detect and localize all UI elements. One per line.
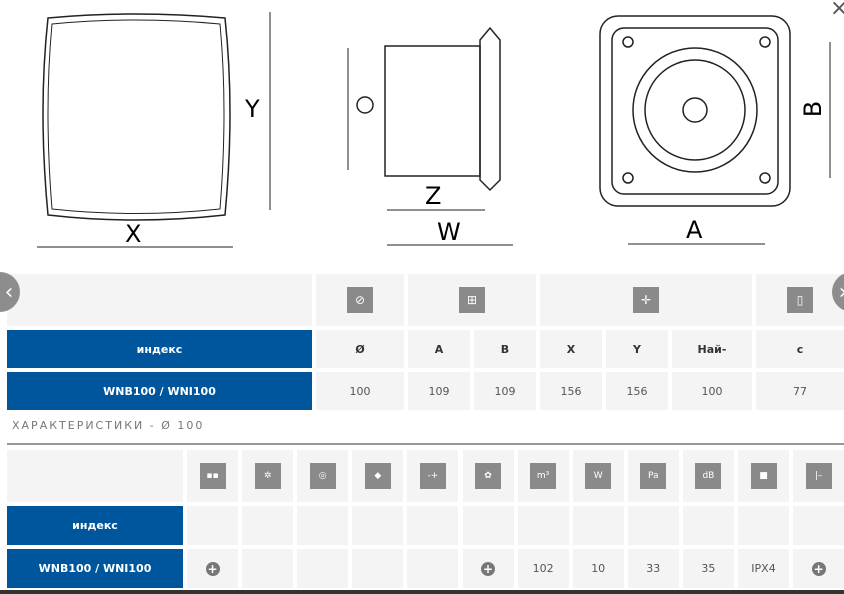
- ip-rating-icon: ■: [750, 463, 777, 489]
- airflow-m3h-icon: m³: [530, 463, 557, 489]
- table1-value: 100: [316, 372, 404, 410]
- table1-col-header: A: [408, 330, 470, 368]
- humidity-icon: ◆: [364, 463, 391, 489]
- diameter-icon-cell: ⊘: [316, 274, 404, 326]
- table2-icon-cell: ◎: [297, 450, 349, 502]
- table2-value: 102: [532, 562, 554, 575]
- table1-header-blank: [7, 274, 312, 326]
- prev-arrow-button[interactable]: ‹: [0, 272, 20, 312]
- table2-empty-cell: [407, 506, 459, 545]
- table2-icon-cell: |–: [793, 450, 844, 502]
- dimensions-xy-icon-cell: ✛: [540, 274, 752, 326]
- table1-value: 109: [408, 372, 470, 410]
- divider: [7, 443, 844, 445]
- table2-value: 33: [646, 562, 661, 575]
- table1-col-header: Ø: [316, 330, 404, 368]
- table1-value: 100: [672, 372, 752, 410]
- speed-level-icon: -+: [419, 463, 446, 489]
- table1-model: WNB100 / WNI100: [7, 372, 312, 410]
- table2-icon-cell: m³: [517, 450, 569, 502]
- bottom-bar: [0, 590, 844, 594]
- table1-value: 156: [540, 372, 602, 410]
- table2-value-cell: +: [462, 549, 514, 588]
- table2-empty-cell: [738, 506, 789, 545]
- table1-index-label: индекс: [7, 330, 312, 368]
- table2-empty-cell: [682, 506, 734, 545]
- table2-value-cell: +: [793, 549, 844, 588]
- table2-icon-cell: W: [572, 450, 624, 502]
- table1-col-header: Y: [606, 330, 668, 368]
- table2-empty-cell: [242, 506, 294, 545]
- table2-icon-cell: ▪▪: [187, 450, 238, 502]
- chevron-right-icon: ›: [839, 280, 844, 305]
- table2-empty-cell: [517, 506, 569, 545]
- table2-icon-cell: ◆: [352, 450, 404, 502]
- table2-value: IPX4: [751, 562, 776, 575]
- table2-icon-cell: dB: [682, 450, 734, 502]
- table2-value: 35: [701, 562, 716, 575]
- table2-icon-cell: ■: [738, 450, 789, 502]
- table2-empty-cell: [187, 506, 238, 545]
- table1-value: 156: [606, 372, 668, 410]
- table2-value-cell: [242, 549, 294, 588]
- table2-icon-cell: -+: [407, 450, 459, 502]
- dim-a-label: A: [686, 216, 703, 244]
- table2-value-cell: IPX4: [738, 549, 789, 588]
- table2-value-cell: 35: [682, 549, 734, 588]
- table1-value: 109: [474, 372, 536, 410]
- table2-model: WNB100 / WNI100: [7, 549, 183, 588]
- fan-grill-icon: ✲: [254, 463, 281, 489]
- table2-empty-cell: [572, 506, 624, 545]
- close-icon[interactable]: ×: [830, 0, 844, 21]
- mounting-ab-icon-cell: ⊞: [408, 274, 536, 326]
- table2-header-blank: [7, 450, 183, 502]
- table2-value-cell: +: [187, 549, 238, 588]
- pull-cord-icon: |–: [805, 463, 832, 489]
- table2-empty-cell: [793, 506, 844, 545]
- timer-icon: ◎: [309, 463, 336, 489]
- plus-icon[interactable]: +: [205, 561, 220, 576]
- dim-z-label: Z: [425, 182, 442, 210]
- mounting-spacing-icon: ⊞: [459, 287, 485, 313]
- table1-value: 77: [756, 372, 844, 410]
- depth-icon: ▯: [787, 287, 813, 313]
- technical-drawing: [37, 12, 831, 248]
- diameter-icon: ⊘: [347, 287, 373, 313]
- outer-dimensions-icon: ✛: [633, 287, 659, 313]
- dim-x-label: X: [125, 220, 142, 248]
- four-squares-icon: ▪▪: [199, 463, 226, 489]
- table1-col-header: Най-: [672, 330, 752, 368]
- plus-icon[interactable]: +: [481, 561, 495, 576]
- table2-empty-cell: [627, 506, 679, 545]
- chevron-left-icon: ‹: [4, 279, 14, 305]
- table2-value-cell: [407, 549, 459, 588]
- table2-empty-cell: [352, 506, 404, 545]
- table2-value-cell: 102: [517, 549, 569, 588]
- table1-col-header: c: [756, 330, 844, 368]
- next-arrow-button[interactable]: ›: [832, 272, 844, 312]
- table1-col-header: X: [540, 330, 602, 368]
- table2-icon-cell: ✿: [462, 450, 514, 502]
- table2-value-cell: [352, 549, 404, 588]
- ball-bearing-icon: ✿: [475, 463, 501, 489]
- table1-col-header: B: [474, 330, 536, 368]
- plus-icon[interactable]: +: [811, 561, 826, 576]
- dim-w-label: W: [437, 218, 461, 246]
- depth-icon-cell: ▯: [756, 274, 844, 326]
- table2-value-cell: 10: [572, 549, 624, 588]
- table2-value: 10: [591, 562, 606, 575]
- table2-empty-cell: [462, 506, 514, 545]
- table2-icon-cell: Pa: [627, 450, 679, 502]
- pressure-pa-icon: Pa: [640, 463, 667, 489]
- power-watt-icon: W: [585, 463, 612, 489]
- section-title: ХАРАКТЕРИСТИКИ - Ø 100: [12, 419, 205, 432]
- table2-value-cell: 33: [627, 549, 679, 588]
- dim-b-label: B: [799, 100, 828, 118]
- table2-index-label: индекс: [7, 506, 183, 545]
- table2-empty-cell: [297, 506, 349, 545]
- table2-value-cell: [297, 549, 349, 588]
- dim-y-label: Y: [245, 95, 260, 123]
- table2-icon-cell: ✲: [242, 450, 294, 502]
- noise-db-icon: dB: [695, 463, 722, 489]
